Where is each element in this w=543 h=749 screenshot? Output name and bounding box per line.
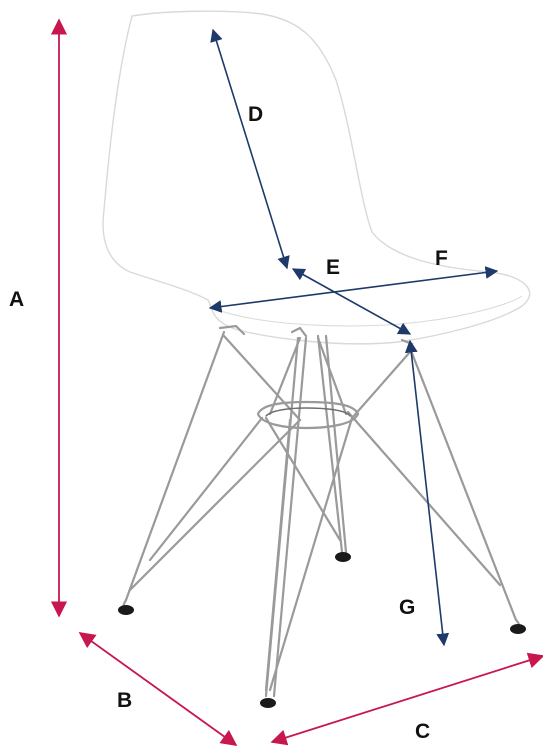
strut-10 [316, 336, 348, 416]
label-b: B [117, 689, 132, 712]
inner-dimensions [208, 28, 499, 647]
base-ring [256, 400, 360, 430]
label-c: C [415, 720, 430, 743]
dimension-arrow-g [404, 339, 450, 647]
chair-seat-shell [102, 10, 531, 345]
label-g: G [399, 596, 415, 619]
dimension-arrow-b [78, 632, 238, 746]
chair-base [122, 324, 520, 698]
dimension-arrow-d [210, 28, 290, 270]
feet [118, 552, 526, 708]
dimension-arrow-f [208, 266, 499, 313]
dimension-arrow-c [270, 652, 543, 746]
mount-front-left [218, 324, 246, 336]
base-ring-inner [265, 407, 351, 417]
outer-dimensions [50, 18, 543, 746]
strut-9 [268, 336, 302, 416]
label-e: E [326, 256, 340, 279]
label-d: D [248, 103, 263, 126]
strut-1 [128, 418, 302, 592]
foot-glide-rear [335, 552, 351, 562]
leg-rear [316, 334, 344, 554]
strut-2 [148, 416, 264, 562]
leg-rear-inner [324, 334, 348, 554]
foot-glide-front [260, 698, 276, 708]
foot-glide-right [510, 624, 526, 634]
label-a: A [9, 288, 24, 311]
strut-4 [346, 410, 502, 587]
strut-3 [264, 416, 342, 542]
leg-front-inner [272, 336, 308, 698]
foot-glide-left [118, 605, 134, 615]
strut-8 [350, 350, 412, 420]
strut-5 [268, 416, 354, 692]
strut-7 [222, 334, 302, 422]
leg-left [124, 330, 226, 602]
dimension-labels: A B C D E F G [9, 103, 448, 743]
strut-6 [264, 418, 292, 692]
label-f: F [435, 247, 448, 270]
